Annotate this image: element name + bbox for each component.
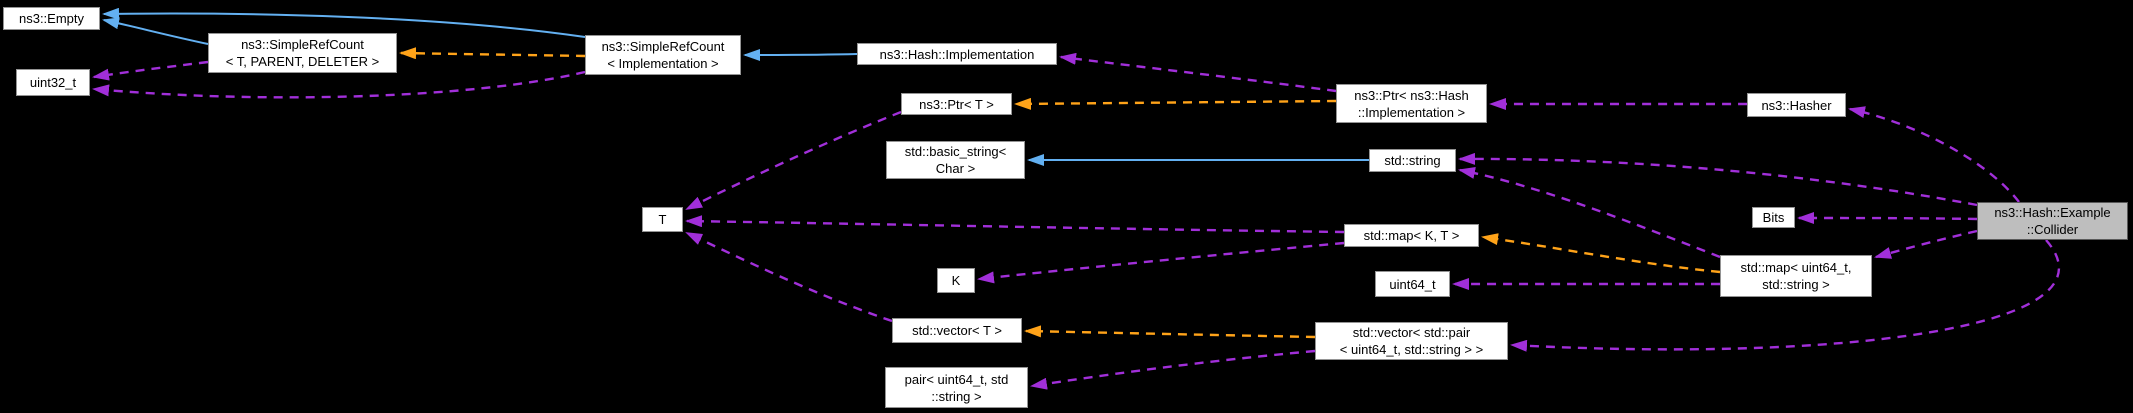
edge-ptr-hash-implementation-to-hash-implementation: [1059, 52, 1337, 93]
node-t[interactable]: T: [642, 207, 683, 232]
node-hash-implementation[interactable]: ns3::Hash::Implementation: [857, 43, 1057, 65]
node-hasher[interactable]: ns3::Hasher: [1747, 93, 1846, 117]
edge-collider-to-bits: [1797, 212, 1978, 225]
edge-hash-implementation-to-simple-ref-count-impl: [743, 48, 858, 61]
node-bits[interactable]: Bits: [1752, 207, 1795, 228]
edge-collider-to-hasher: [1848, 106, 2020, 203]
node-vector-pair[interactable]: std::vector< std::pair < uint64_t, std::…: [1315, 322, 1508, 360]
edge-ptr-t-to-t: [685, 110, 902, 211]
edge-vector-pair-to-vector-t: [1024, 325, 1316, 339]
node-map-k-t[interactable]: std::map< K, T >: [1344, 224, 1479, 247]
edge-simple-ref-count-impl-to-ns3-empty: [102, 7, 586, 38]
node-simple-ref-count-t[interactable]: ns3::SimpleRefCount < T, PARENT, DELETER…: [208, 33, 397, 73]
edge-simple-ref-count-t-to-uint32-t: [92, 60, 209, 81]
edge-map-uint64-string-to-std-string: [1458, 167, 1721, 259]
edge-simple-ref-count-impl-to-uint32-t: [92, 70, 586, 99]
node-map-uint64-string[interactable]: std::map< uint64_t, std::string >: [1720, 255, 1872, 297]
edge-vector-pair-to-pair-uint64-string: [1030, 349, 1316, 390]
edge-vector-t-to-t: [685, 231, 893, 323]
node-k[interactable]: K: [937, 268, 975, 293]
edge-collider-to-vector-pair: [1510, 239, 2061, 352]
node-simple-ref-count-impl[interactable]: ns3::SimpleRefCount < Implementation >: [585, 35, 741, 75]
edge-map-k-t-to-k: [977, 241, 1345, 284]
node-uint32-t[interactable]: uint32_t: [16, 69, 90, 96]
edge-map-k-t-to-t: [685, 215, 1345, 234]
node-uint64-t[interactable]: uint64_t: [1375, 271, 1450, 297]
node-ptr-hash-implementation[interactable]: ns3::Ptr< ns3::Hash ::Implementation >: [1336, 84, 1487, 123]
edge-map-uint64-string-to-map-k-t: [1481, 233, 1721, 274]
node-basic-string[interactable]: std::basic_string< Char >: [886, 141, 1025, 179]
edge-collider-to-std-string: [1458, 152, 1978, 207]
node-ptr-t[interactable]: ns3::Ptr< T >: [901, 93, 1012, 115]
node-std-string[interactable]: std::string: [1369, 149, 1456, 172]
edge-ptr-hash-implementation-to-ptr-t: [1014, 97, 1337, 110]
node-ns3-empty[interactable]: ns3::Empty: [3, 7, 100, 30]
node-vector-t[interactable]: std::vector< T >: [892, 318, 1022, 343]
node-collider: ns3::Hash::Example ::Collider: [1977, 202, 2128, 240]
node-pair-uint64-string[interactable]: pair< uint64_t, std ::string >: [885, 367, 1028, 408]
edge-collider-to-map-uint64-string: [1874, 229, 1978, 259]
edge-simple-ref-count-impl-to-simple-ref-count-t: [399, 47, 586, 60]
edge-simple-ref-count-t-to-ns3-empty: [102, 17, 209, 45]
